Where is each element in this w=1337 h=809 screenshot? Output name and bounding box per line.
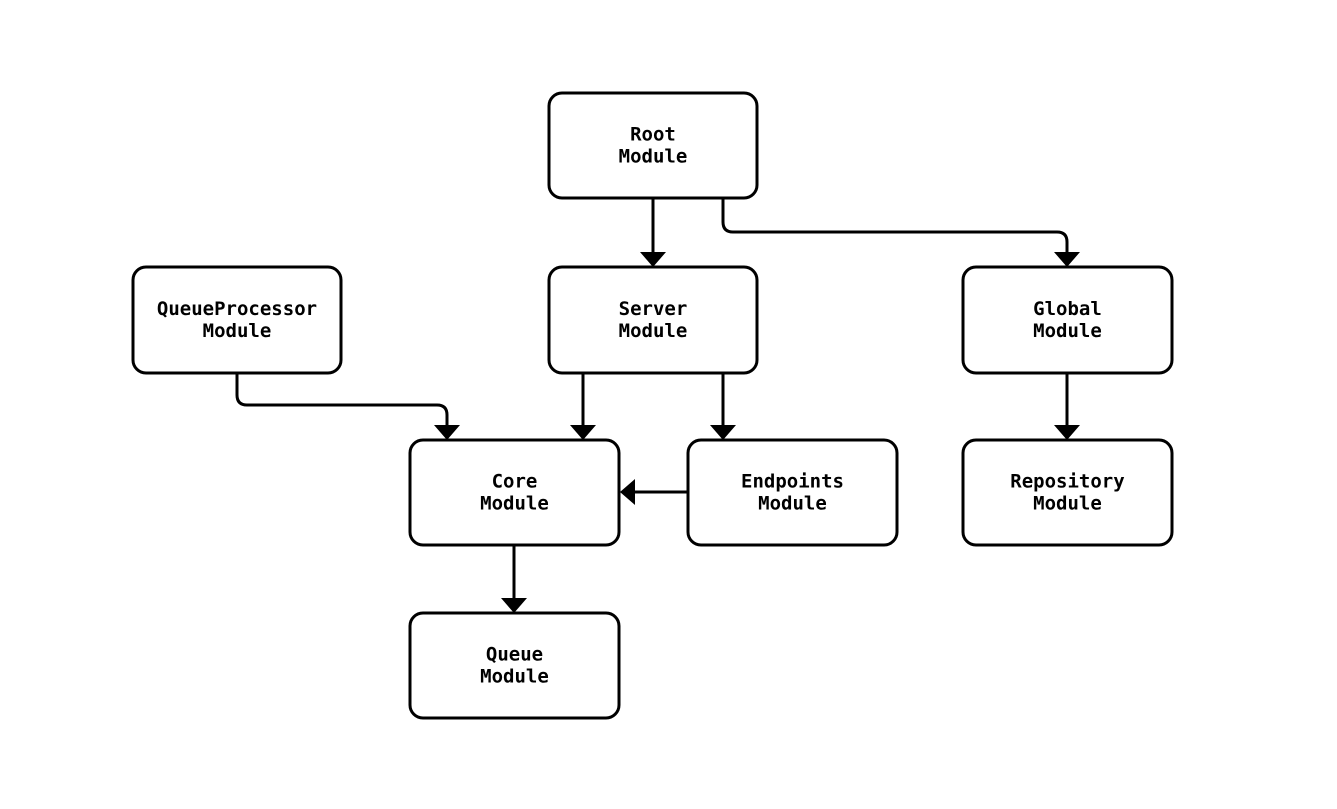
node-label-queue-module-line-2: Module bbox=[480, 666, 549, 688]
node-box-queueprocessor-module bbox=[131, 265, 343, 375]
arrowhead-global-module-to-repository-module bbox=[1054, 425, 1080, 440]
arrowhead-server-module-to-endpoints-module bbox=[710, 425, 736, 440]
arrowhead-queueprocessor-module-to-core-module bbox=[434, 425, 460, 440]
node-box-core-module bbox=[408, 438, 621, 547]
arrowhead-root-module-to-server-module bbox=[640, 252, 666, 267]
node-label-core-module-line-1: Core bbox=[492, 471, 538, 493]
node-label-repository-module-line-1: Repository bbox=[1010, 471, 1124, 493]
node-box-server-module bbox=[547, 265, 759, 375]
node-box-endpoints-module bbox=[686, 438, 899, 547]
node-label-server-module-line-1: Server bbox=[619, 298, 688, 320]
node-label-global-module-line-1: Global bbox=[1033, 298, 1102, 320]
node-label-queueprocessor-module-line-2: Module bbox=[203, 320, 272, 342]
node-label-server-module-line-2: Module bbox=[619, 320, 688, 342]
node-box-repository-module bbox=[961, 438, 1174, 547]
node-label-core-module-line-2: Module bbox=[480, 493, 549, 515]
node-box-global-module bbox=[961, 265, 1174, 375]
node-label-global-module-line-2: Module bbox=[1033, 320, 1102, 342]
node-label-root-module-line-2: Module bbox=[619, 146, 688, 168]
arrowhead-server-module-to-core-module bbox=[570, 425, 596, 440]
node-label-repository-module-line-2: Module bbox=[1033, 493, 1102, 515]
node-box-root-module bbox=[547, 91, 759, 200]
node-label-endpoints-module-line-2: Module bbox=[758, 493, 827, 515]
node-label-endpoints-module-line-1: Endpoints bbox=[741, 471, 844, 493]
node-box-queue-module bbox=[408, 611, 621, 720]
edge-queueprocessor-module-to-core-module bbox=[235, 373, 449, 425]
edge-root-module-to-global-module bbox=[721, 198, 1069, 252]
arrowhead-endpoints-module-to-core-module bbox=[620, 479, 635, 505]
node-label-queueprocessor-module-line-1: QueueProcessor bbox=[157, 298, 317, 320]
arrowhead-core-module-to-queue-module bbox=[501, 598, 527, 613]
arrowhead-root-module-to-global-module bbox=[1054, 252, 1080, 267]
node-label-root-module-line-1: Root bbox=[630, 124, 676, 146]
node-label-queue-module-line-1: Queue bbox=[486, 644, 543, 666]
